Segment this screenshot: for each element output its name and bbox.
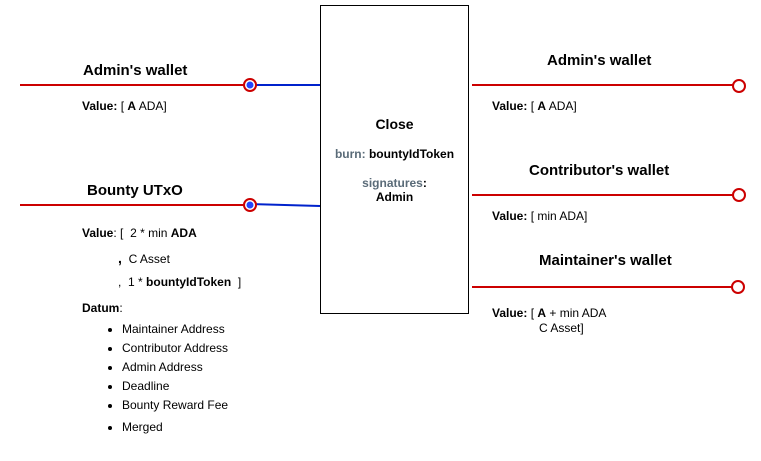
- transaction-burn: burn: bountyIdToken: [321, 147, 468, 161]
- bounty-value-label: Value: [82, 226, 114, 240]
- bounty-value-line1-text: 2 * min: [130, 226, 168, 240]
- bounty-datum-colon: :: [119, 301, 123, 315]
- datum-item: Merged: [122, 418, 228, 437]
- contributor-output-value: Value: [ min ADA]: [492, 209, 587, 223]
- admin-output-title: Admin's wallet: [547, 52, 652, 69]
- bounty-datum-label: Datum: [82, 301, 120, 315]
- bounty-value-line1-ada: ADA: [170, 226, 197, 240]
- transaction-burn-value: bountyIdToken: [368, 147, 455, 161]
- bounty-value-open: [: [120, 226, 124, 240]
- bounty-value-line3-close: ]: [237, 275, 242, 289]
- bounty-input-title: Bounty UTxO: [87, 182, 183, 199]
- bounty-value-line2: , C Asset: [118, 250, 170, 266]
- datum-item: Contributor Address: [122, 339, 228, 358]
- contributor-output-port[interactable]: [732, 188, 746, 202]
- bounty-value-line3-token: bountyIdToken: [146, 275, 232, 289]
- bounty-datum: Datum:: [82, 301, 123, 315]
- bounty-value-line3-comma: ,: [118, 275, 122, 289]
- transaction-title: Close: [375, 116, 414, 132]
- bounty-value-line3: , 1 * bountyIdToken ]: [118, 275, 241, 289]
- admin-output-value-open: [: [530, 99, 535, 113]
- bounty-input-link: [249, 203, 321, 207]
- admin-input-value-rest: ADA]: [138, 99, 167, 113]
- admin-output-value-label: Value:: [492, 99, 528, 113]
- maintainer-output-value: Value: [ A + min ADA: [492, 306, 606, 320]
- bounty-value-line2-text: C Asset: [128, 252, 170, 266]
- transaction-signatures: signatures:: [321, 176, 468, 190]
- contributor-output-title: Contributor's wallet: [529, 162, 670, 179]
- datum-item: Deadline: [122, 377, 228, 396]
- maintainer-output-value-line2: C Asset]: [539, 321, 584, 335]
- admin-output-port[interactable]: [732, 79, 746, 93]
- contributor-output-value-text: [ min ADA]: [530, 209, 588, 223]
- bounty-value-line1: Value: [ 2 * min ADA: [82, 226, 197, 240]
- transaction-box[interactable]: Close burn: bountyIdToken signatures: Ad…: [320, 5, 469, 314]
- maintainer-output-value-open: [: [530, 306, 535, 320]
- admin-input-value-open: [: [120, 99, 125, 113]
- transaction-sig-colon: :: [422, 176, 427, 190]
- bounty-value-line2-comma: ,: [118, 250, 122, 266]
- transaction-sig-label: signatures: [362, 176, 423, 190]
- maintainer-output-port[interactable]: [731, 280, 745, 294]
- admin-input-value-label: Value:: [82, 99, 118, 113]
- bounty-value-colon: :: [113, 226, 117, 240]
- datum-item: Admin Address: [122, 358, 228, 377]
- transaction-sig-value: Admin: [375, 190, 414, 204]
- maintainer-output-value-label: Value:: [492, 306, 528, 320]
- admin-input-port-dot: [246, 81, 254, 89]
- bounty-input-port-dot: [246, 201, 254, 209]
- bounty-value-line3-text: 1 *: [128, 275, 143, 289]
- maintainer-output-value-rest: + min ADA: [549, 306, 607, 320]
- transaction-burn-label: burn:: [334, 147, 366, 161]
- admin-output-value-rest: ADA]: [548, 99, 577, 113]
- admin-input-value: Value: [ A ADA]: [82, 99, 167, 113]
- admin-input-title: Admin's wallet: [83, 62, 188, 79]
- datum-item: Maintainer Address: [122, 320, 228, 339]
- bounty-datum-list: Maintainer Address Contributor Address A…: [104, 320, 228, 437]
- admin-output-value-amount: A: [537, 99, 547, 113]
- maintainer-output-title: Maintainer's wallet: [539, 252, 672, 269]
- admin-output-value: Value: [ A ADA]: [492, 99, 577, 113]
- contributor-output-value-label: Value:: [492, 209, 528, 223]
- admin-input-value-amount: A: [127, 99, 137, 113]
- maintainer-output-value-amount: A: [537, 306, 547, 320]
- datum-item: Bounty Reward Fee: [122, 396, 228, 415]
